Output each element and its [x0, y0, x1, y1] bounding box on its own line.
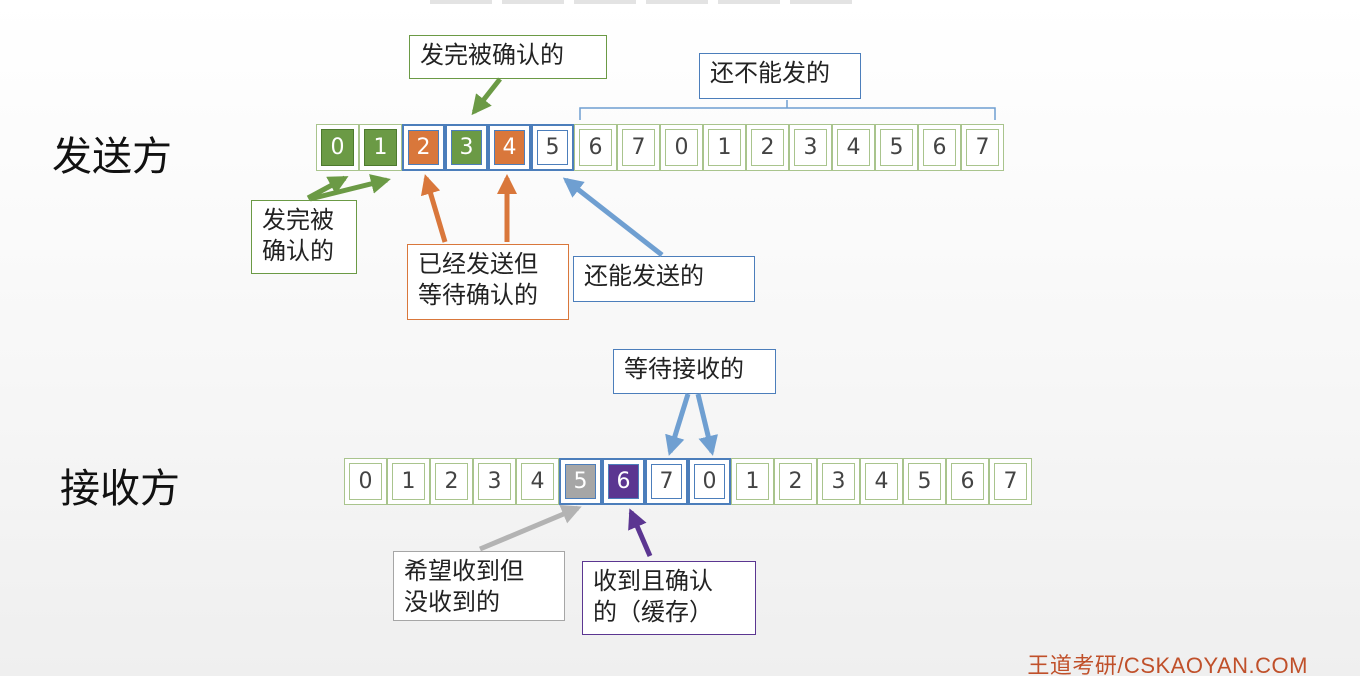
- arrow-wait-7: [665, 393, 691, 456]
- sender-cell: 5: [875, 124, 918, 171]
- arrow-sent-2: [420, 174, 448, 243]
- arrow-wait-0: [695, 393, 718, 456]
- receiver-cell: 6: [946, 458, 989, 505]
- receiver-cell: 4: [860, 458, 903, 505]
- receiver-cell: 4: [516, 458, 559, 505]
- receiver-cell-window: 6: [602, 458, 645, 505]
- arrow-expected: [479, 504, 582, 552]
- top-tab-4: [646, 0, 708, 4]
- receiver-cell: 1: [731, 458, 774, 505]
- arrow-acked-0: [306, 175, 349, 201]
- receiver-cell: 0: [344, 458, 387, 505]
- arrow-can-send: [562, 177, 664, 257]
- arrow-received: [628, 508, 653, 557]
- receiver-cell: 7: [989, 458, 1032, 505]
- sender-cell-window: 4: [488, 124, 531, 171]
- top-tab-6: [790, 0, 852, 4]
- sender-cell-window: 2: [402, 124, 445, 171]
- ann-can-send: 还能发送的: [573, 256, 755, 302]
- sender-cell: 6: [918, 124, 961, 171]
- sender-cell: 7: [617, 124, 660, 171]
- sender-label: 发送方: [52, 134, 172, 180]
- arrow-acked-1: [309, 174, 391, 202]
- receiver-cell-window: 5: [559, 458, 602, 505]
- receiver-cell: 3: [817, 458, 860, 505]
- top-tab-2: [502, 0, 564, 4]
- sender-cell-window: 3: [445, 124, 488, 171]
- ann-acked-top: 发完被确认的: [409, 35, 607, 79]
- receiver-cell: 1: [387, 458, 430, 505]
- bracket-cannot-send: [579, 100, 996, 120]
- top-tab-3: [574, 0, 636, 4]
- sender-sequence: 0 1 2 3 4 5 6 7 0 1 2 3 4 5 6 7: [316, 124, 1004, 171]
- sender-cell-window: 5: [531, 124, 574, 171]
- sender-cell: 6: [574, 124, 617, 171]
- ann-expected: 希望收到但 没收到的: [393, 551, 565, 621]
- ann-sent-wait: 已经发送但 等待确认的: [407, 244, 569, 320]
- receiver-cell-window: 0: [688, 458, 731, 505]
- arrow-acked-top: [471, 77, 502, 116]
- sender-cell: 0: [316, 124, 359, 171]
- top-tab-5: [718, 0, 780, 4]
- sender-cell: 2: [746, 124, 789, 171]
- sender-cell: 3: [789, 124, 832, 171]
- ann-waiting: 等待接收的: [613, 349, 776, 394]
- ann-cannot-send: 还不能发的: [699, 53, 861, 99]
- receiver-cell-window: 7: [645, 458, 688, 505]
- top-tab-1: [430, 0, 492, 4]
- ann-received: 收到且确认 的（缓存）: [582, 561, 756, 635]
- receiver-cell: 3: [473, 458, 516, 505]
- receiver-cell: 2: [430, 458, 473, 505]
- receiver-label: 接收方: [60, 466, 180, 512]
- receiver-cell: 5: [903, 458, 946, 505]
- sender-cell: 1: [703, 124, 746, 171]
- ann-acked-left: 发完被 确认的: [251, 200, 357, 274]
- watermark: 王道考研/CSKAOYAN.COM: [1027, 653, 1308, 678]
- sender-cell: 7: [961, 124, 1004, 171]
- sender-cell: 1: [359, 124, 402, 171]
- receiver-cell: 2: [774, 458, 817, 505]
- receiver-sequence: 0 1 2 3 4 5 6 7 0 1 2 3 4 5 6 7: [344, 458, 1032, 505]
- sender-cell: 4: [832, 124, 875, 171]
- sender-cell: 0: [660, 124, 703, 171]
